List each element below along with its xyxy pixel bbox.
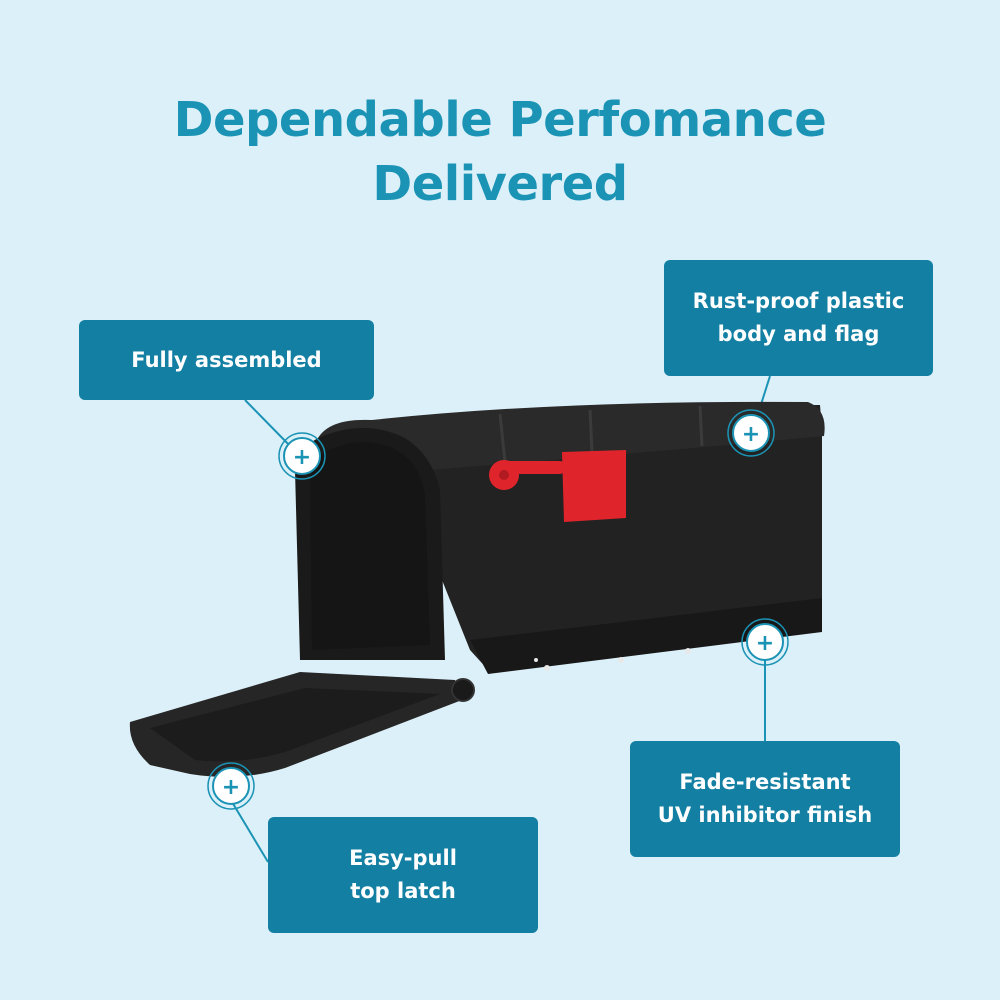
callout-fully-assembled: Fully assembled bbox=[79, 320, 374, 400]
callout-easy-pull: Easy-pull top latch bbox=[268, 817, 538, 933]
plus-icon: + bbox=[222, 775, 240, 800]
hotspot-latch[interactable]: + bbox=[207, 762, 255, 810]
hotspot-rustproof[interactable]: + bbox=[727, 409, 775, 457]
connector-assembled bbox=[244, 399, 297, 453]
mailbox-image bbox=[129, 401, 825, 777]
callout-fade-resistant-line-2: UV inhibitor finish bbox=[657, 803, 873, 827]
callout-easy-pull-line-1: Easy-pull bbox=[349, 846, 457, 870]
mailbox-holes bbox=[534, 648, 691, 671]
mailbox-inner-shadow bbox=[310, 442, 430, 650]
hotspot-fade[interactable]: + bbox=[741, 618, 789, 666]
connector-latch bbox=[231, 801, 269, 863]
mailbox-top bbox=[318, 401, 825, 470]
plus-icon: + bbox=[742, 422, 760, 447]
callout-rust-proof-line-1: Rust-proof plastic bbox=[692, 289, 905, 313]
mailbox-rail bbox=[470, 598, 822, 674]
mailbox-door-inner bbox=[150, 688, 440, 762]
headline-line-1: Dependable Perfomance bbox=[173, 92, 827, 148]
door-hinge bbox=[451, 678, 475, 702]
red-flag bbox=[489, 450, 626, 522]
callout-easy-pull-line-2: top latch bbox=[350, 879, 456, 903]
callout-rust-proof-line-2: body and flag bbox=[717, 322, 880, 346]
plus-icon: + bbox=[756, 631, 774, 656]
callout-rust-proof: Rust-proof plastic body and flag bbox=[664, 260, 933, 376]
hotspot-assembled[interactable]: + bbox=[278, 432, 326, 480]
headline-line-2: Delivered bbox=[372, 156, 628, 212]
headline: Dependable Perfomance Delivered bbox=[0, 88, 1000, 216]
callout-fade-resistant: Fade-resistant UV inhibitor finish bbox=[630, 741, 900, 857]
callout-fully-assembled-line-1: Fully assembled bbox=[131, 347, 322, 372]
mailbox-top-ribs bbox=[498, 405, 704, 463]
callout-fade-resistant-line-1: Fade-resistant bbox=[679, 770, 851, 794]
plus-icon: + bbox=[293, 445, 311, 470]
